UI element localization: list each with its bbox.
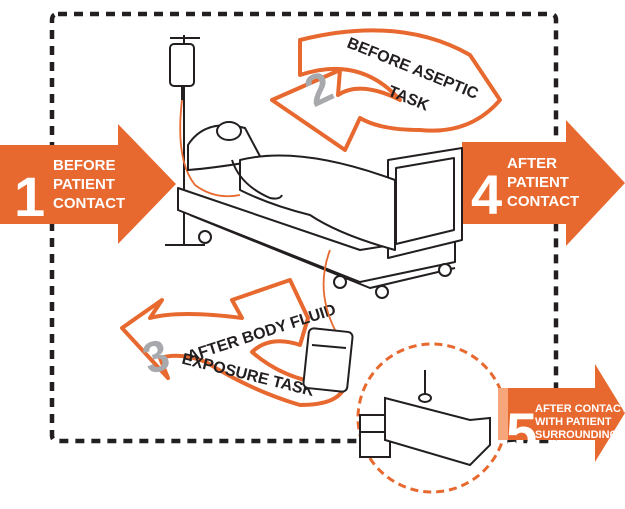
moment-5-label-line2: WITH PATIENT <box>535 416 612 428</box>
moment-1-number: 1 <box>14 165 45 228</box>
moment-4-arrow: 4 AFTER PATIENT CONTACT <box>462 120 625 246</box>
moment-1-label-line3: CONTACT <box>53 195 125 212</box>
moment-5-number: 5 <box>506 401 537 464</box>
moment-1-label-line2: PATIENT <box>53 176 115 193</box>
moment-2-curved-arrow: 2 BEFORE ASEPTIC TASK <box>272 30 500 150</box>
moment-4-label-line2: PATIENT <box>507 174 569 191</box>
moment-5-arrow: 5 AFTER CONTACT WITH PATIENT SURROUNDING… <box>498 364 625 464</box>
moment-5-label-line3: SURROUNDINGS <box>535 429 625 441</box>
moment-1-label-line1: BEFORE <box>53 157 116 174</box>
moment-4-label-line1: AFTER <box>507 155 557 172</box>
moment-1-arrow: 1 BEFORE PATIENT CONTACT <box>0 124 176 244</box>
moment-4-label-line3: CONTACT <box>507 193 579 210</box>
moment-4-number: 4 <box>471 163 502 226</box>
moment-5-label-line1: AFTER CONTACT <box>535 403 625 415</box>
moment-5-surroundings <box>358 344 506 492</box>
